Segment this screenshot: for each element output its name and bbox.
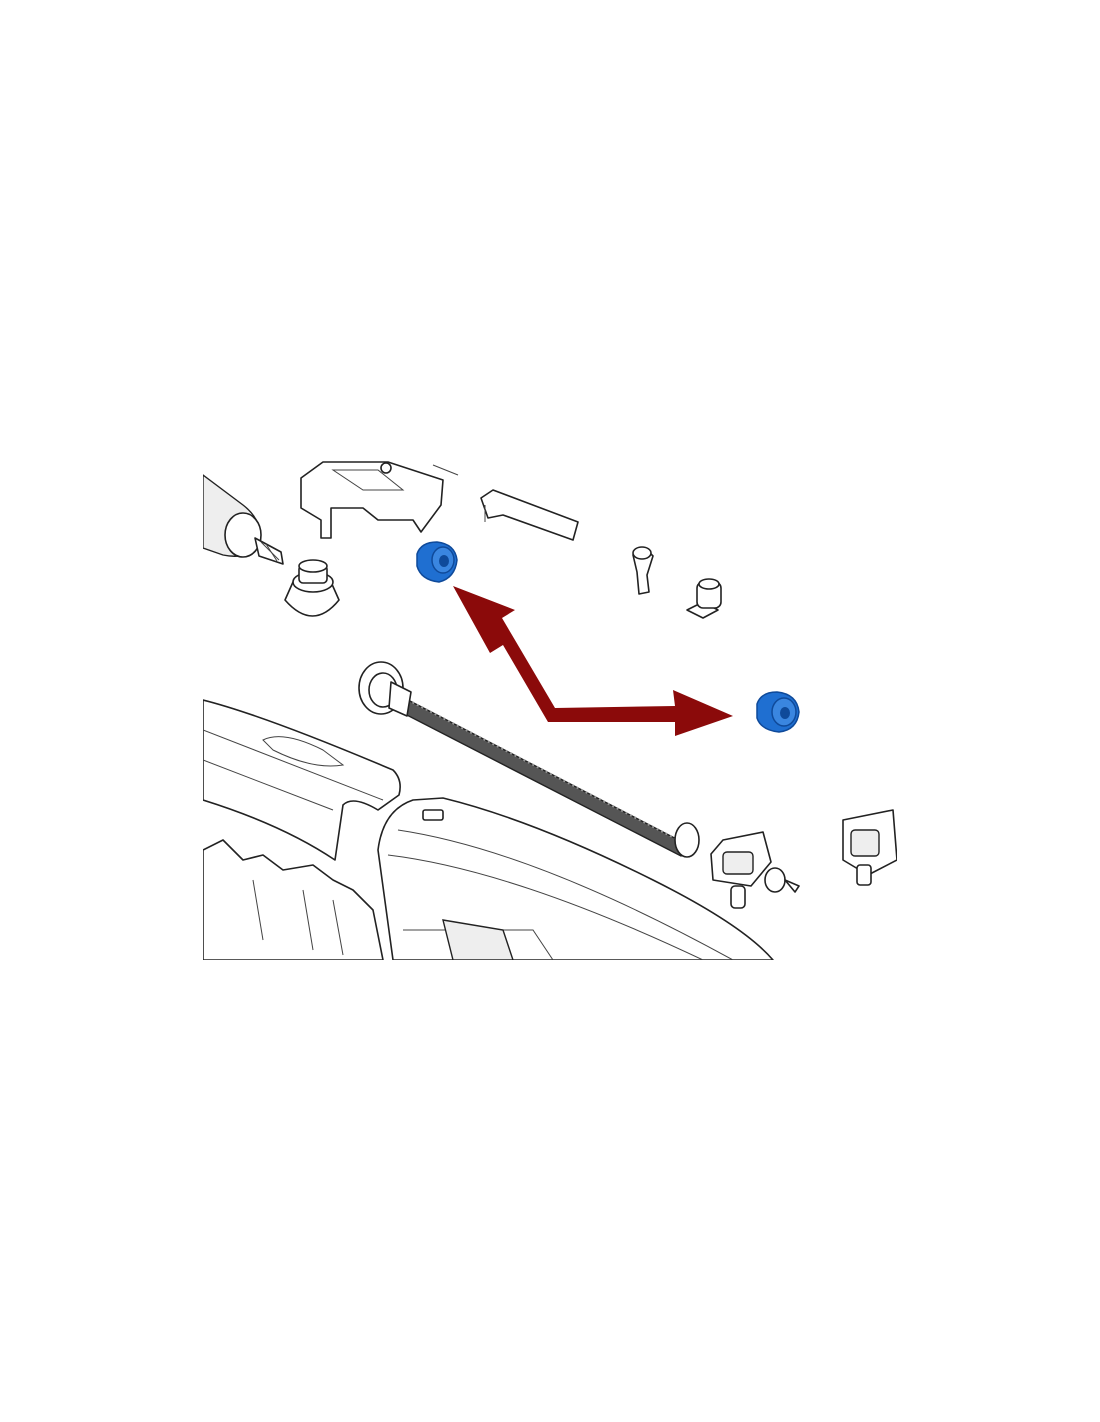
exploded-parts-diagram — [202, 460, 898, 961]
pin-part — [632, 546, 654, 595]
motor-part — [202, 473, 284, 565]
spacer-bushing-icon — [756, 691, 800, 733]
threaded-shaft-part — [358, 661, 800, 909]
double-arrow-icon — [453, 586, 733, 736]
spacer-bushing-icon — [416, 541, 458, 583]
bracket-part — [300, 461, 459, 539]
housing-cover-part — [202, 699, 401, 961]
lever-part — [480, 489, 579, 541]
clip-part — [842, 809, 898, 886]
main-cover-part — [377, 797, 774, 961]
gear-part — [284, 559, 340, 617]
knob-part — [686, 578, 722, 619]
